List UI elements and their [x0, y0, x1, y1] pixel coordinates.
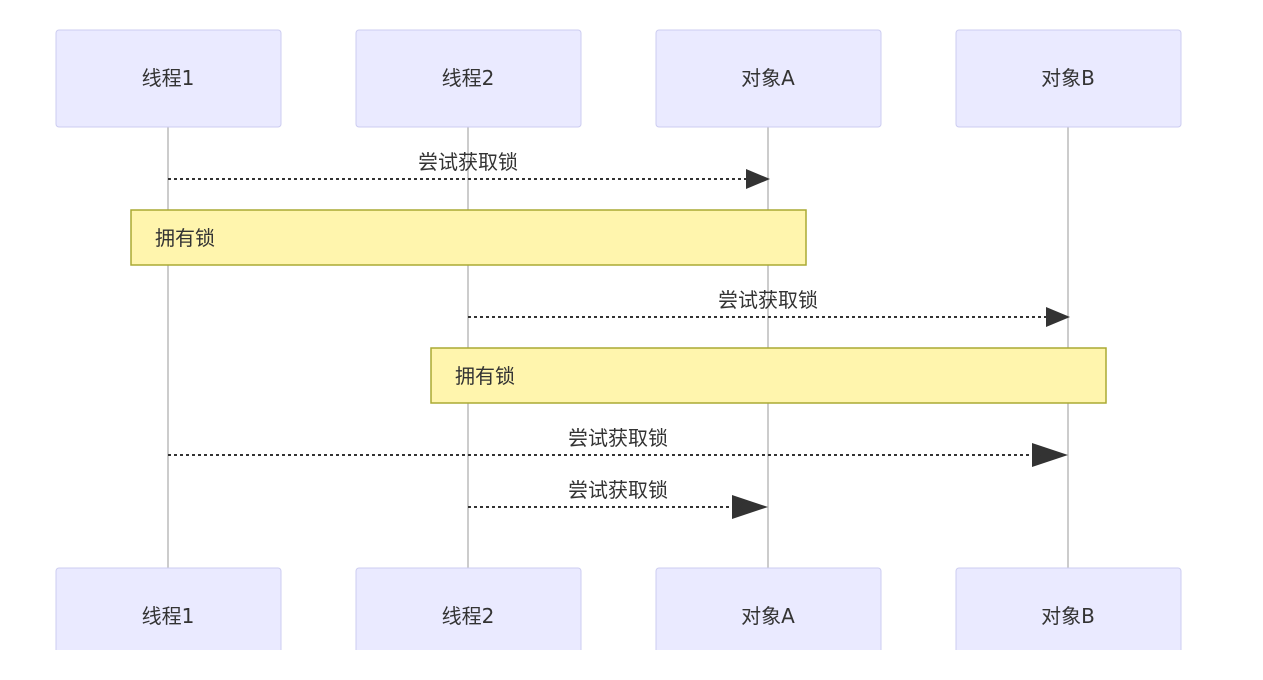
- actor-top-t2: 线程2: [355, 29, 582, 128]
- message-label: 尝试获取锁: [718, 288, 818, 312]
- message-4: 尝试获取锁: [468, 478, 768, 519]
- actor-top-oa: 对象A: [655, 29, 882, 128]
- actor-label: 对象A: [741, 66, 795, 90]
- actor-label: 线程1: [142, 604, 195, 628]
- actor-bottom-t1: 线程1: [55, 567, 282, 669]
- lifelines: [167, 126, 1069, 568]
- message-label: 尝试获取锁: [568, 426, 668, 450]
- actor-bottom-ob: 对象B: [955, 567, 1182, 669]
- message-label: 尝试获取锁: [568, 478, 668, 502]
- actors-top: 线程1 线程2 对象A 对象B: [55, 29, 1182, 128]
- actor-bottom-oa: 对象A: [655, 567, 882, 669]
- failure-cross-icon: [1032, 448, 1046, 462]
- note-label: 拥有锁: [455, 364, 515, 388]
- message-3: 尝试获取锁: [168, 426, 1068, 467]
- actor-label: 对象B: [1041, 604, 1095, 628]
- actor-top-ob: 对象B: [955, 29, 1182, 128]
- note-label: 拥有锁: [155, 226, 215, 250]
- note-1: 拥有锁: [130, 209, 807, 266]
- actors-bottom: 线程1 线程2 对象A 对象B: [55, 567, 1182, 669]
- actor-label: 线程1: [142, 66, 195, 90]
- actor-label: 线程2: [442, 604, 495, 628]
- message-label: 尝试获取锁: [418, 150, 518, 174]
- note-2: 拥有锁: [430, 347, 1107, 404]
- failure-cross-icon: [732, 500, 746, 514]
- actor-label: 对象A: [741, 604, 795, 628]
- message-2: 尝试获取锁: [468, 288, 1070, 327]
- bottom-margin: [0, 650, 1263, 680]
- actor-top-t1: 线程1: [55, 29, 282, 128]
- actor-label: 对象B: [1041, 66, 1095, 90]
- actor-label: 线程2: [442, 66, 495, 90]
- message-1: 尝试获取锁: [168, 150, 770, 189]
- actor-bottom-t2: 线程2: [355, 567, 582, 669]
